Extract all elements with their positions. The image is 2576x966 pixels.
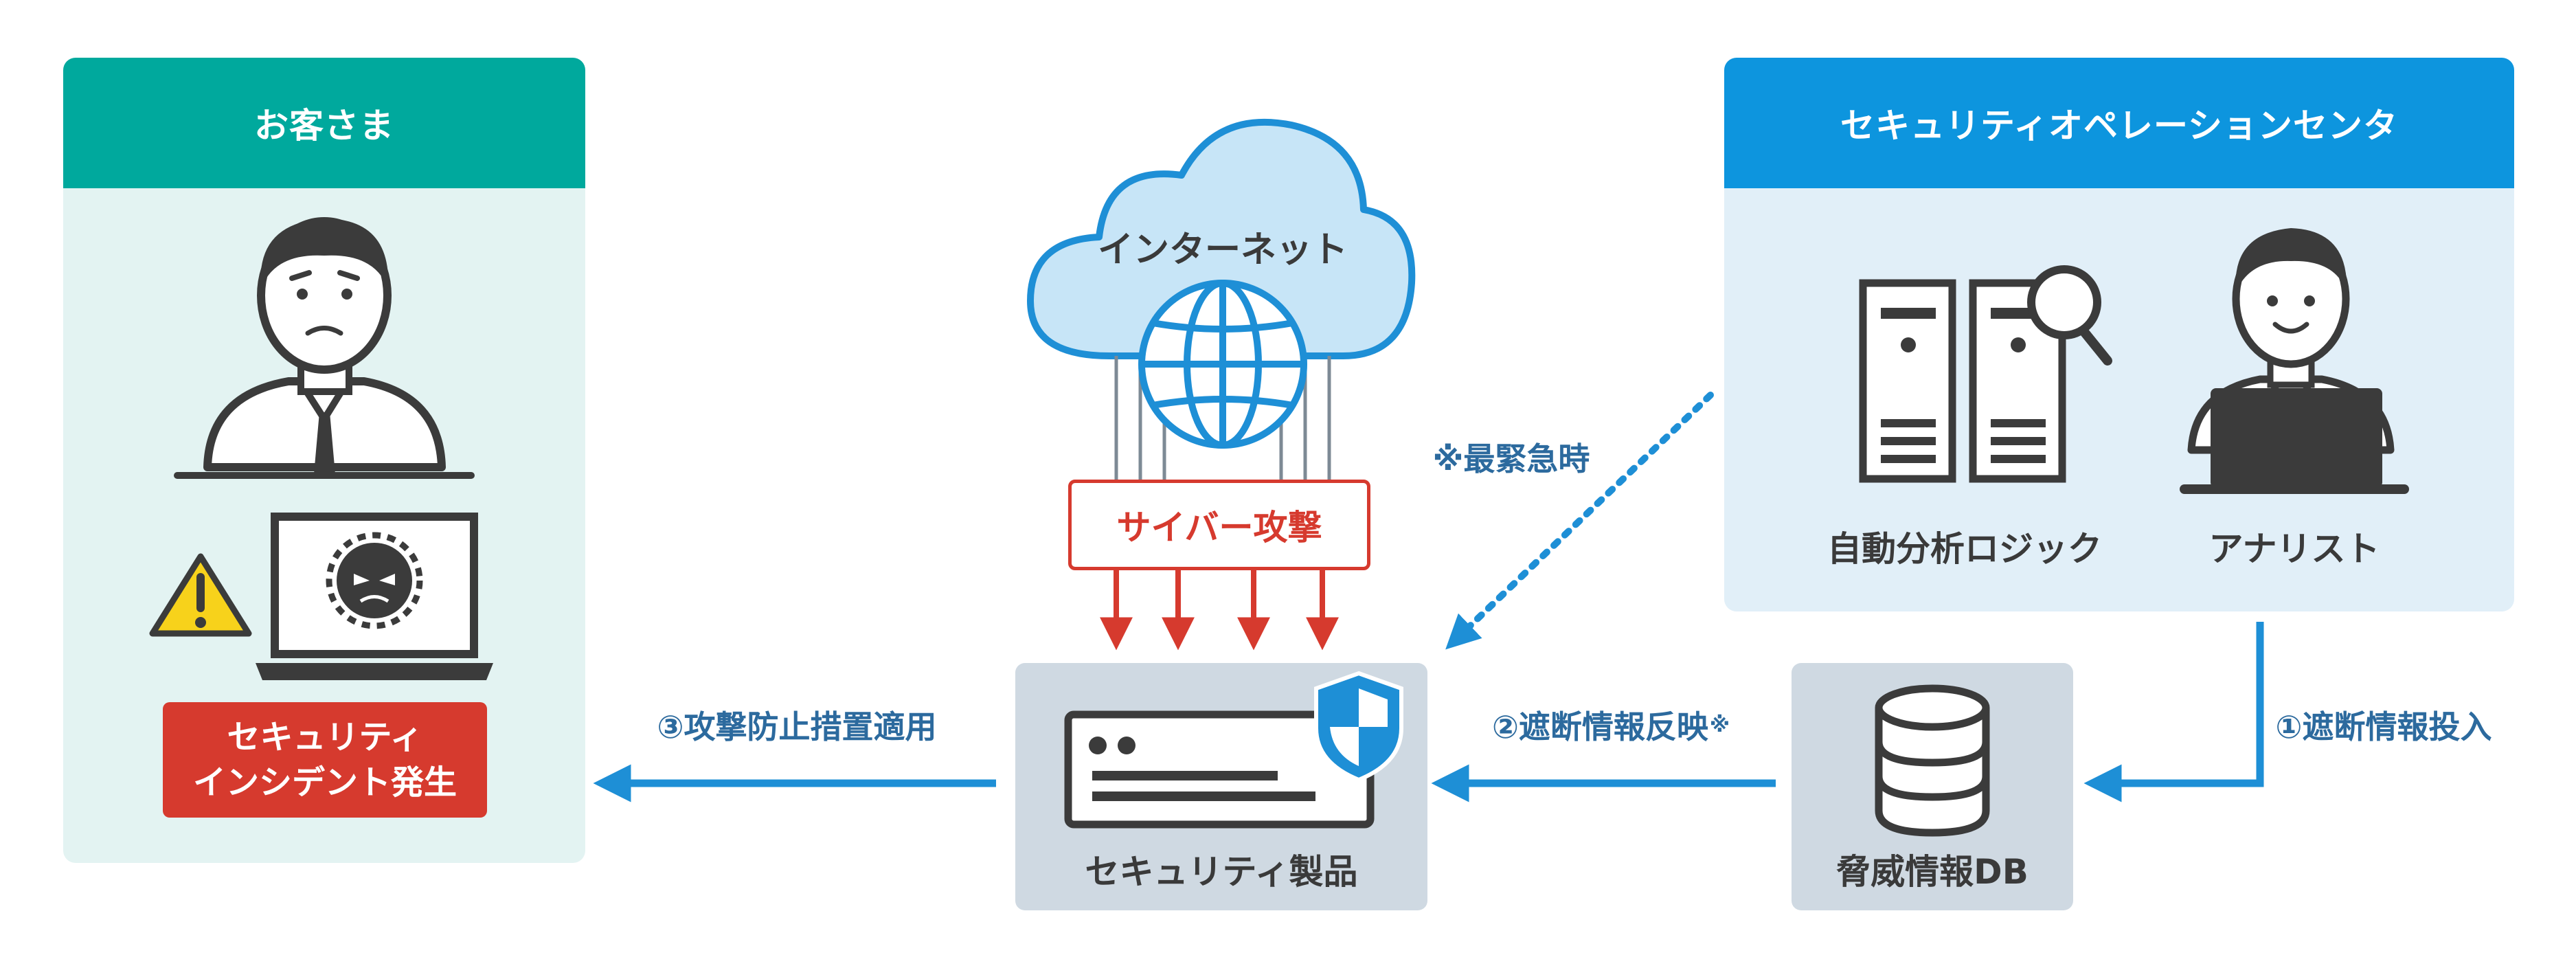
internet-cloud-icon: [1027, 118, 1416, 359]
incident-line1: セキュリティ: [227, 718, 423, 756]
soc-title-text: セキュリティオペレーションセンタ: [1840, 106, 2398, 146]
globe-icon: [1138, 280, 1307, 449]
analyst-icon: [2180, 228, 2409, 494]
cyber-attack-box: サイバー攻撃: [1068, 480, 1370, 570]
attack-arrows: [1100, 570, 1339, 651]
soc-panel-title: セキュリティオペレーションセンタ: [1724, 58, 2514, 188]
incident-badge: セキュリティ インシデント発生: [163, 702, 487, 818]
analyst-label: アナリスト: [2208, 529, 2380, 569]
step3-label: ③攻撃防止措置適用: [657, 708, 937, 745]
step1-label: ①遮断情報投入: [2275, 708, 2492, 745]
step2-mark: ※: [1709, 712, 1730, 737]
customer-panel-title: お客さま: [63, 58, 585, 188]
step2-text: ②遮断情報反映: [1491, 708, 1708, 745]
customer-title-text: お客さま: [254, 106, 394, 146]
incident-line2: インシデント発生: [192, 763, 457, 802]
internet-label: インターネット: [1097, 229, 1348, 271]
magnifier-icon: [2027, 265, 2112, 366]
auto-logic-label: 自動分析ロジック: [1827, 529, 2102, 569]
emergency-label: ※最緊急時: [1432, 440, 1590, 478]
step1-arrow: [2083, 622, 2264, 802]
infected-laptop-icon: [256, 513, 493, 680]
step2-label: ②遮断情報反映※: [1446, 697, 1776, 752]
emergency-arrow: [1445, 392, 1714, 650]
database-icon: [1875, 684, 1990, 837]
security-product-label: セキュリティ製品: [1085, 852, 1358, 892]
threat-db-label: 脅威情報DB: [1836, 852, 2029, 892]
shield-icon: [1314, 671, 1403, 783]
warning-icon: [149, 553, 252, 637]
worried-person-icon: [174, 217, 475, 479]
cyber-attack-label: サイバー攻撃: [1116, 508, 1322, 548]
